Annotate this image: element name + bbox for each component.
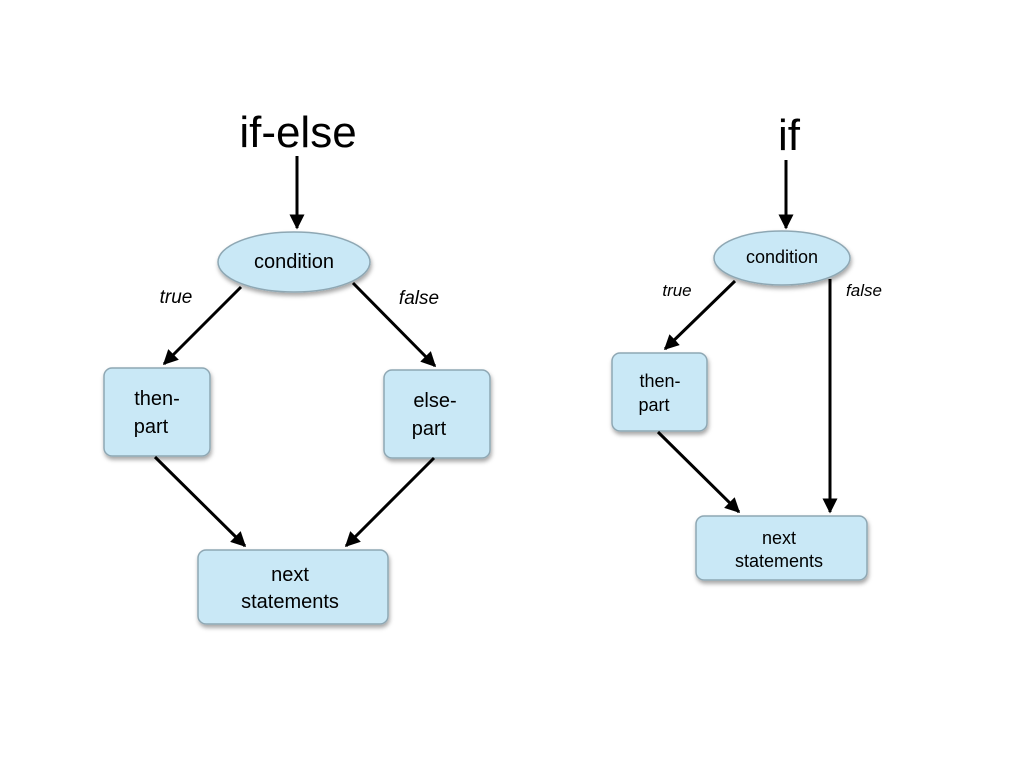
then-part-node-if (611, 352, 708, 432)
if-title: if (778, 111, 801, 160)
next-statements-label-line2-if: statements (735, 551, 823, 571)
arrow-condition-to-else (351, 281, 437, 368)
false-label-if: false (846, 281, 882, 300)
next-statements-label-line2: statements (241, 591, 339, 613)
then-part-node (103, 367, 211, 457)
condition-node (217, 231, 371, 293)
arrow-else-to-next (344, 456, 436, 548)
else-part-node (383, 369, 491, 459)
if-diagram: if condition true false then- part next … (611, 111, 882, 581)
else-part-label-line1: else- (413, 390, 456, 412)
next-statements-node (197, 549, 389, 625)
condition-label-if: condition (746, 247, 818, 267)
arrow-condition-to-then-if (663, 279, 737, 351)
then-part-label-line1: then- (134, 388, 180, 410)
true-label-if: true (662, 281, 691, 300)
arrow-then-to-next (153, 455, 247, 548)
arrow-condition-to-then (162, 285, 243, 366)
if-else-diagram: if-else condition true false then- part … (103, 108, 491, 625)
if-else-title: if-else (239, 108, 356, 157)
next-statements-label-line1-if: next (762, 528, 796, 548)
next-statements-label-line1: next (271, 564, 309, 586)
then-part-label-line2-if: part (638, 395, 669, 415)
condition-label: condition (254, 251, 334, 273)
condition-node-if (713, 230, 851, 286)
else-part-label-line2: part (412, 418, 447, 440)
then-part-label-line2: part (134, 416, 169, 438)
true-label: true (160, 287, 193, 308)
false-label: false (399, 288, 439, 309)
next-statements-node-if (695, 515, 868, 581)
then-part-label-line1-if: then- (639, 371, 680, 391)
arrow-then-to-next-if (656, 430, 741, 514)
